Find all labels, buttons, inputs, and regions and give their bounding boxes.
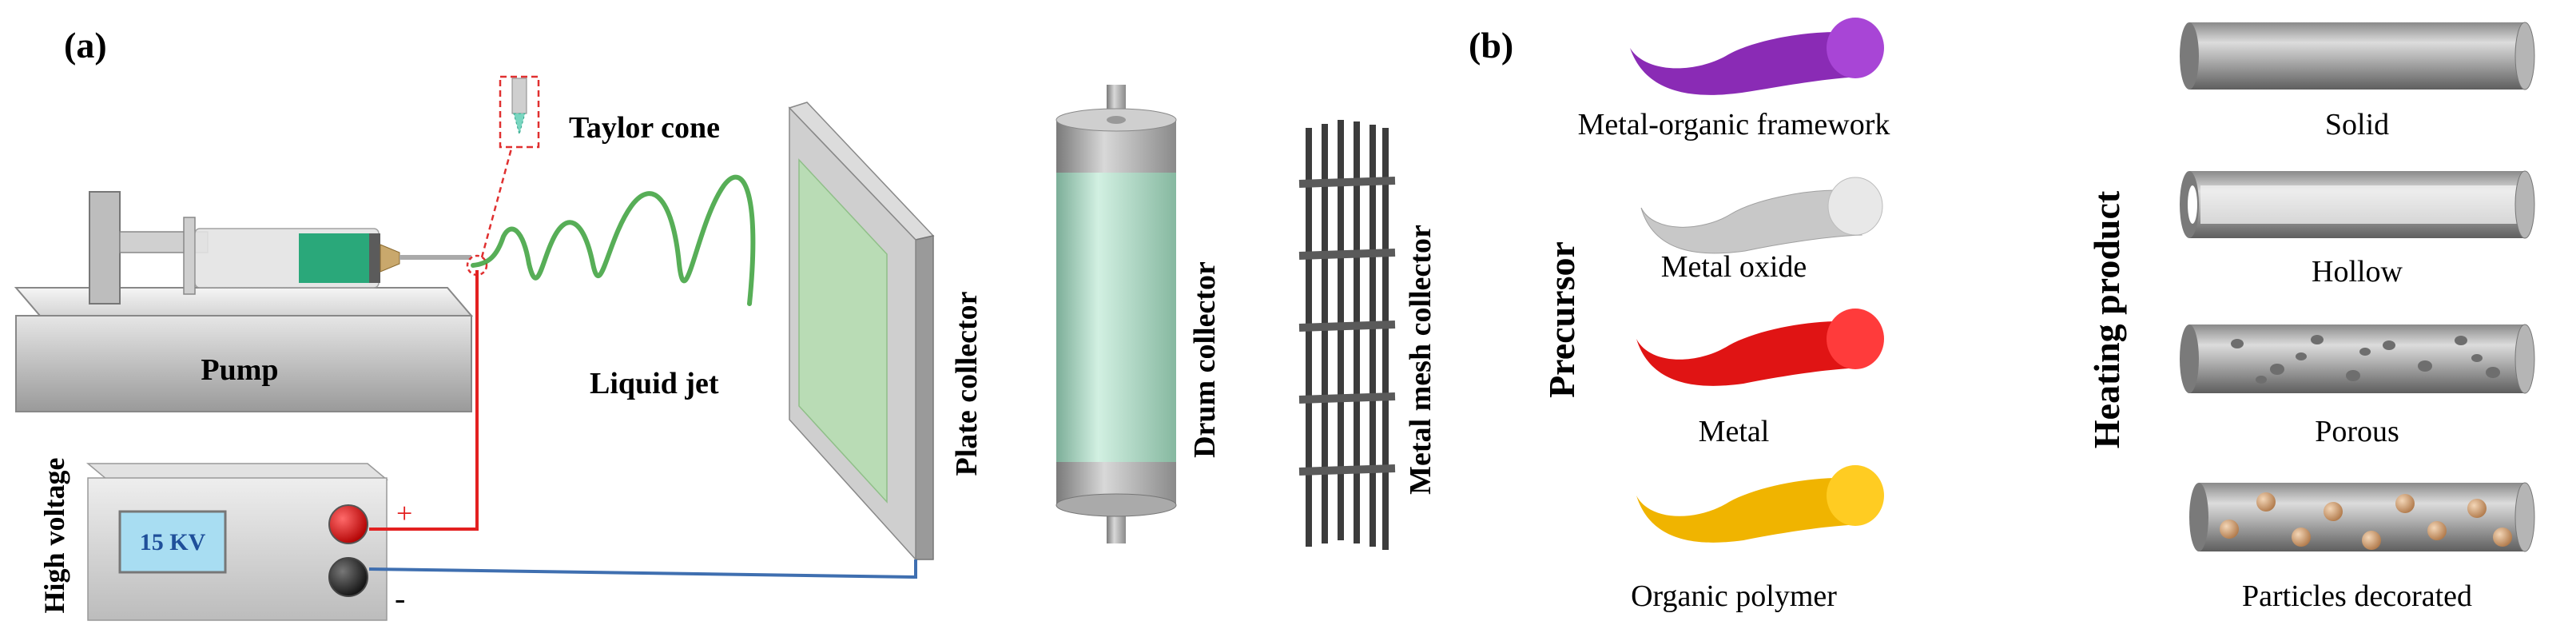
metal-mesh-collector	[1298, 120, 1396, 550]
panel-a-label: (a)	[64, 25, 107, 66]
liquid-jet-label: Liquid jet	[590, 367, 719, 400]
product-label-1: Hollow	[2312, 255, 2403, 289]
plate-collector-label: Plate collector	[950, 291, 984, 476]
hollow-fiber	[2180, 170, 2535, 239]
syringe	[89, 191, 471, 305]
plate-collector	[788, 102, 935, 561]
precursor-label-0: Metal-organic framework	[1578, 108, 1890, 141]
product-label-0: Solid	[2325, 108, 2389, 141]
high-voltage-supply	[85, 463, 389, 621]
mof-fiber	[1630, 18, 1884, 95]
metal-oxide-fiber	[1640, 177, 1883, 254]
drum-collector-label: Drum collector	[1188, 261, 1222, 458]
negative-wire	[368, 559, 917, 579]
positive-wire	[369, 270, 479, 531]
taylor-cone-label: Taylor cone	[569, 111, 720, 145]
precursor-label-2: Metal	[1699, 415, 1770, 448]
metal-mesh-collector-label: Metal mesh collector	[1404, 225, 1437, 495]
precursor-label-1: Metal oxide	[1661, 250, 1807, 284]
product-label-3: Particles decorated	[2242, 579, 2472, 613]
product-label-2: Porous	[2315, 415, 2399, 448]
solid-fiber	[2180, 22, 2535, 90]
taylor-cone-zoom	[466, 75, 540, 277]
pump-box	[14, 287, 474, 412]
panel-b-label: (b)	[1469, 25, 1513, 66]
porous-fiber	[2180, 324, 2535, 394]
pump-label: Pump	[201, 353, 278, 387]
minus-sign: -	[395, 580, 405, 616]
precursor-title: Precursor	[1541, 241, 1582, 398]
heating-product-title: Heating product	[2086, 190, 2127, 448]
particles-decorated-fiber	[2189, 482, 2535, 552]
high-voltage-label: High voltage	[38, 457, 70, 613]
precursor-label-3: Organic polymer	[1631, 579, 1837, 613]
voltage-display: 15 KV	[140, 529, 206, 555]
liquid-jet	[471, 174, 756, 306]
organic-polymer-fiber	[1636, 465, 1884, 543]
drum-collector	[1055, 85, 1177, 543]
plus-sign: +	[396, 497, 412, 529]
metal-fiber	[1636, 309, 1884, 386]
